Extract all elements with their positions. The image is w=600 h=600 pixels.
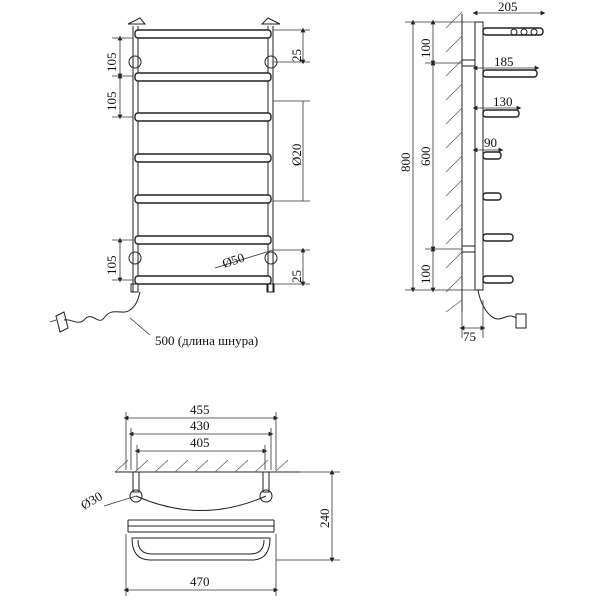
rung [134,194,272,204]
dim-w455: 455 [190,402,210,417]
post-left-top [129,489,143,503]
shelf [482,109,520,118]
dim-wall-offset: 75 [463,329,476,344]
foot-left [130,283,139,293]
shelf [482,151,502,160]
dim-bottom-right: 25 [289,270,304,283]
foot-right [266,283,275,293]
shelf [482,233,514,242]
curved-rail [135,495,267,511]
rung [134,29,272,39]
cord [63,291,141,323]
bottom-loop-rail [131,537,271,561]
side-shelves [482,27,544,284]
rung [134,72,272,82]
top-right-cap [260,17,281,25]
dim-bottom-gap: 105 [104,256,119,276]
dim-depth-185: 185 [494,54,514,69]
dim-total-depth: 205 [498,0,518,14]
dim-pipe-diameter: Ø20 [289,144,304,166]
dim-bottom-offset: 100 [418,265,433,285]
standoff-left [132,471,140,493]
top-left-cap [127,17,147,25]
dim-top-offset: 100 [418,39,433,59]
cord-length-label: 500 (длина шнура) [155,333,258,348]
post-right-top [259,489,273,503]
dim-depth-130: 130 [493,94,513,109]
bracket-bottom [461,245,476,253]
shelf [482,192,502,201]
hook [510,28,518,36]
front-rungs [134,29,272,285]
front-view: 105 105 105 25 Ø20 25 Ø50 500 (длина шну… [49,17,310,348]
mount-bottom-right [264,251,278,265]
dim-w430: 430 [190,418,210,433]
hook [520,28,528,36]
dim-height-mid: 600 [418,147,433,167]
dim-mount-diameter: Ø50 [220,250,246,271]
dim-d30: Ø30 [78,488,105,512]
top-view: 455 430 405 [78,402,340,596]
wall-hatch [445,11,463,313]
side-view: 205 185 130 90 800 600 100 100 75 [398,0,546,344]
rung [134,275,272,285]
mount-bottom-left [128,251,142,265]
wall-top-hatch [114,459,289,473]
shelf [482,275,514,284]
dim-height-total: 800 [398,153,413,173]
side-plug-icon [515,313,527,329]
side-post [474,21,484,291]
standoff-right [262,471,270,493]
dim-depth-90: 90 [484,135,497,150]
dim-top-right: 25 [289,49,304,62]
dim-depth240: 240 [317,509,332,529]
bottom-loop-inner [137,539,265,555]
rung [134,235,272,245]
rung [134,112,272,122]
dim-w405: 405 [190,435,210,450]
dim-second-gap: 105 [104,92,119,112]
side-cord [477,289,517,320]
plug-icon [55,311,69,333]
dim-w470: 470 [190,574,210,589]
shelf [482,69,538,78]
bracket-top [461,59,476,67]
dim-top-gap: 105 [104,53,119,73]
rung [134,153,272,163]
hook [530,28,538,36]
mount-top-left [128,55,142,69]
